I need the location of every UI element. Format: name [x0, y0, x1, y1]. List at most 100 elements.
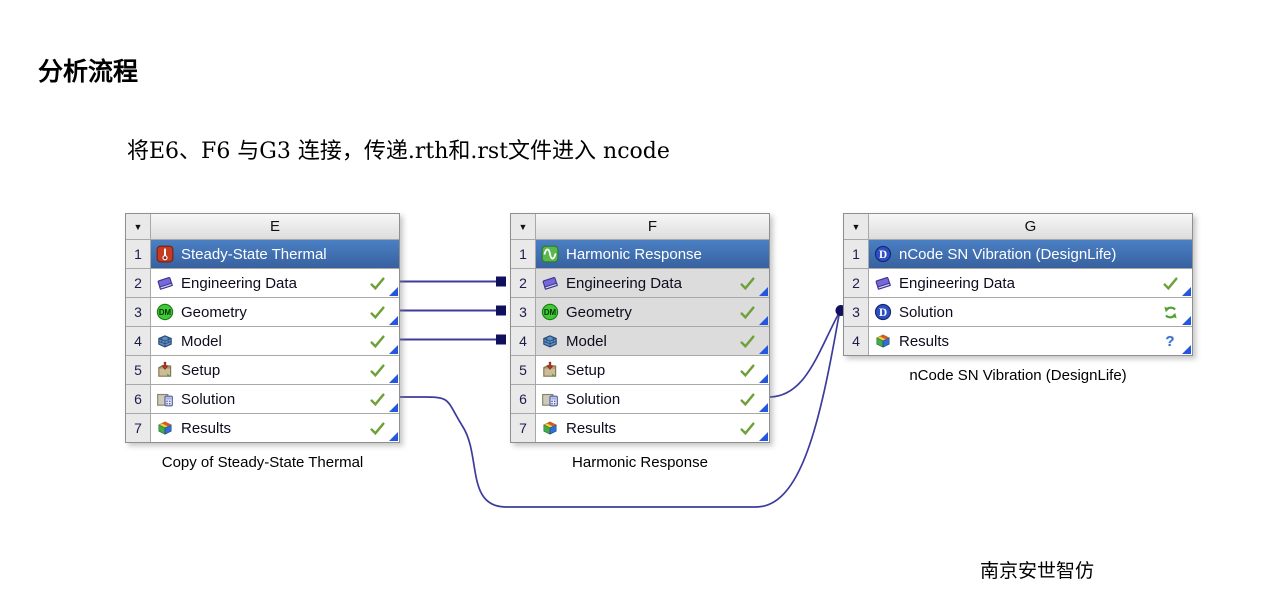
row-cell[interactable]: Solution: [151, 385, 399, 413]
properties-corner-icon: [389, 316, 398, 325]
check-icon: [737, 390, 757, 408]
row-number[interactable]: 4: [511, 327, 536, 355]
system-letter[interactable]: E: [151, 214, 399, 239]
row-steady-state-thermal[interactable]: 1 Steady-State Thermal: [126, 239, 399, 268]
row-cell[interactable]: Engineering Data: [869, 269, 1192, 297]
row-number[interactable]: 2: [511, 269, 536, 297]
results-icon: [874, 332, 892, 350]
system-menu-arrow-icon[interactable]: ▼: [126, 214, 151, 239]
row-number[interactable]: 6: [126, 385, 151, 413]
check-icon: [737, 361, 757, 379]
svg-text:D: D: [879, 249, 887, 261]
link-e6-g3[interactable]: [400, 314, 840, 508]
row-number[interactable]: 5: [126, 356, 151, 384]
properties-corner-icon: [389, 403, 398, 412]
row-cell[interactable]: Steady-State Thermal: [151, 240, 399, 268]
row-number[interactable]: 4: [126, 327, 151, 355]
row-harmonic-response[interactable]: 1 Harmonic Response: [511, 239, 769, 268]
row-engineering-data[interactable]: 2 Engineering Data: [511, 268, 769, 297]
row-cell[interactable]: Setup: [151, 356, 399, 384]
properties-corner-icon: [759, 374, 768, 383]
ncode-icon: D: [874, 303, 892, 321]
check-icon: [737, 419, 757, 437]
row-number[interactable]: 1: [126, 240, 151, 268]
row-cell[interactable]: Results?: [869, 327, 1192, 355]
row-number[interactable]: 7: [126, 414, 151, 442]
row-label: Harmonic Response: [566, 245, 702, 263]
subtitle: 将E6、F6 与G3 连接，传递.rth和.rst文件进入 ncode: [127, 139, 670, 164]
row-cell[interactable]: Setup: [536, 356, 769, 384]
system-letter[interactable]: F: [536, 214, 769, 239]
row-number[interactable]: 1: [511, 240, 536, 268]
row-number[interactable]: 4: [844, 327, 869, 355]
row-label: nCode SN Vibration (DesignLife): [899, 245, 1117, 263]
row-cell[interactable]: Model: [151, 327, 399, 355]
svg-text:DM: DM: [544, 308, 557, 317]
row-number[interactable]: 3: [511, 298, 536, 326]
row-number[interactable]: 5: [511, 356, 536, 384]
results-icon: [156, 419, 174, 437]
properties-corner-icon: [389, 287, 398, 296]
system-letter[interactable]: G: [869, 214, 1192, 239]
check-icon: [367, 274, 387, 292]
book-icon: [541, 274, 559, 292]
link-f6-g3[interactable]: [769, 312, 840, 398]
row-number[interactable]: 3: [844, 298, 869, 326]
row-cell[interactable]: Harmonic Response: [536, 240, 769, 268]
refresh-icon: [1160, 303, 1180, 321]
mesh-icon: [156, 332, 174, 350]
properties-corner-icon: [389, 432, 398, 441]
row-label: Solution: [899, 303, 954, 321]
svg-text:D: D: [879, 307, 887, 319]
check-icon: [737, 332, 757, 350]
system-header: ▼E: [126, 214, 399, 239]
system-menu-arrow-icon[interactable]: ▼: [511, 214, 536, 239]
row-label: Steady-State Thermal: [181, 245, 327, 263]
row-number[interactable]: 1: [844, 240, 869, 268]
row-number[interactable]: 7: [511, 414, 536, 442]
thermal-icon: [156, 245, 174, 263]
row-cell[interactable]: Solution: [536, 385, 769, 413]
solution-icon: [541, 390, 559, 408]
ncode-icon: D: [874, 245, 892, 263]
row-cell[interactable]: D Solution: [869, 298, 1192, 326]
row-cell[interactable]: Engineering Data: [151, 269, 399, 297]
row-cell[interactable]: Model: [536, 327, 769, 355]
system-menu-arrow-icon[interactable]: ▼: [844, 214, 869, 239]
link-port-square: [496, 334, 506, 345]
row-number[interactable]: 2: [126, 269, 151, 297]
row-number[interactable]: 6: [511, 385, 536, 413]
link-port-square: [496, 305, 506, 316]
row-cell[interactable]: Results: [151, 414, 399, 442]
row-cell[interactable]: Engineering Data: [536, 269, 769, 297]
row-cell[interactable]: Results: [536, 414, 769, 442]
solution-icon: [156, 390, 174, 408]
row-number[interactable]: 3: [126, 298, 151, 326]
system-header: ▼G: [844, 214, 1192, 239]
link-port-square: [496, 276, 506, 287]
row-label: Engineering Data: [566, 274, 682, 292]
row-number[interactable]: 2: [844, 269, 869, 297]
